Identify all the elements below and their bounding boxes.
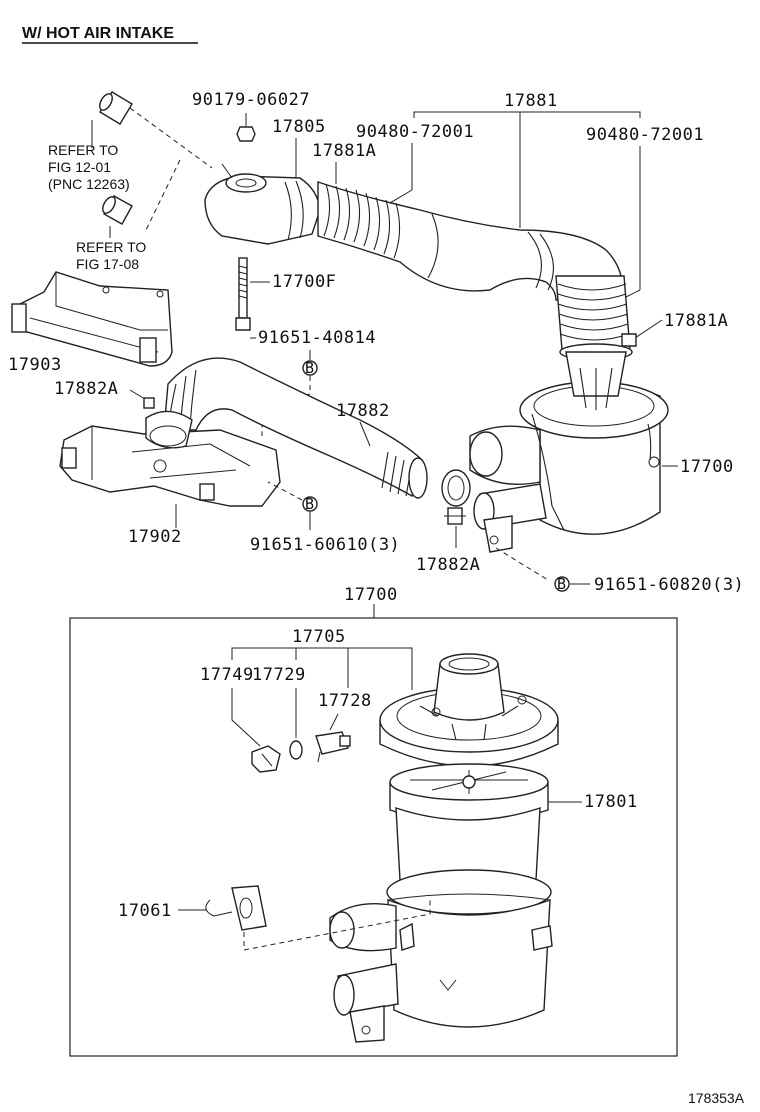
exploded-view-frame	[69, 617, 678, 1057]
marker-b-2: B	[305, 495, 314, 513]
label-17801: 17801	[584, 792, 638, 812]
intake-hose-17881	[317, 181, 633, 361]
bolt-marker-b-icon: B	[302, 359, 318, 377]
label-17805: 17805	[272, 117, 326, 137]
reference-pipe-lower	[102, 195, 133, 238]
air-cleaner-assembly-17700	[469, 351, 669, 553]
diagram-title: W/ HOT AIR INTAKE	[22, 25, 174, 42]
ref-dash-1	[129, 107, 213, 169]
label-17882A-left: 17882A	[54, 379, 118, 399]
label-17882A-bottom: 17882A	[416, 555, 480, 575]
heat-shield-17903	[11, 271, 173, 367]
label-17700-right: 17700	[680, 457, 734, 477]
reference-note-fig-17-08: REFER TO FIG 17-08	[76, 239, 146, 272]
label-17749: 17749	[200, 665, 254, 685]
ref2-line1: REFER TO	[76, 239, 146, 255]
leader-17749	[231, 688, 261, 747]
dash-b2	[267, 481, 303, 501]
intake-elbow-17805	[204, 163, 321, 245]
label-17729: 17729	[252, 665, 306, 685]
bracket-17705	[231, 647, 413, 690]
label-17881A-top: 17881A	[312, 141, 376, 161]
label-17700F: 17700F	[272, 272, 336, 292]
ref2-line2: FIG 17-08	[76, 256, 139, 272]
label-17700-box: 17700	[344, 585, 398, 605]
label-17882: 17882	[336, 401, 390, 421]
clip-17749-icon	[251, 745, 281, 773]
bolt-17700f	[235, 257, 251, 331]
label-17903: 17903	[8, 355, 62, 375]
marker-b-3: B	[557, 575, 566, 593]
hose-clamp-icon	[621, 333, 637, 347]
figure-id: 178353A	[688, 1090, 745, 1106]
label-91651-40814: 91651-40814	[258, 328, 376, 348]
leader-17728	[329, 713, 339, 731]
clip-17061	[205, 885, 267, 931]
hot-air-hose-17882	[163, 357, 428, 499]
label-91651-60820: 91651-60820(3)	[594, 575, 744, 595]
label-90480-72001-right: 90480-72001	[586, 125, 704, 145]
bolt-marker-b-icon: B	[554, 575, 570, 593]
ref1-line3: (PNC 12263)	[48, 176, 130, 192]
label-17728: 17728	[318, 691, 372, 711]
ref1-line2: FIG 12-01	[48, 159, 111, 175]
nut-icon	[236, 113, 256, 142]
label-17881: 17881	[504, 91, 558, 111]
label-90480-72001-left: 90480-72001	[356, 122, 474, 142]
label-17061: 17061	[118, 901, 172, 921]
bolt-marker-b-icon: B	[302, 495, 318, 513]
ref1-line1: REFER TO	[48, 142, 118, 158]
bracket-17881	[413, 111, 641, 118]
label-90179-06027: 90179-06027	[192, 90, 310, 110]
filter-element-17801	[389, 763, 549, 891]
clamp-screw-icon	[143, 397, 155, 409]
label-91651-60610: 91651-60610(3)	[250, 535, 400, 555]
label-17902: 17902	[128, 527, 182, 547]
air-cleaner-cap	[379, 653, 559, 767]
dash-17061	[243, 900, 431, 951]
reference-note-fig-12-01: REFER TO FIG 12-01 (PNC 12263)	[48, 142, 130, 192]
marker-b-1: B	[305, 359, 314, 377]
label-17705: 17705	[292, 627, 346, 647]
ref-dash-2	[144, 159, 181, 233]
label-17881A-right: 17881A	[664, 311, 728, 331]
hose-clamp-17882a	[441, 469, 471, 525]
hot-air-manifold-17902	[59, 410, 281, 507]
air-cleaner-case	[329, 869, 553, 1043]
reference-pipe-upper	[91, 91, 133, 148]
dash-b3	[495, 547, 549, 581]
valve-17728-icon	[315, 731, 351, 763]
gasket-17729-icon	[289, 740, 303, 760]
